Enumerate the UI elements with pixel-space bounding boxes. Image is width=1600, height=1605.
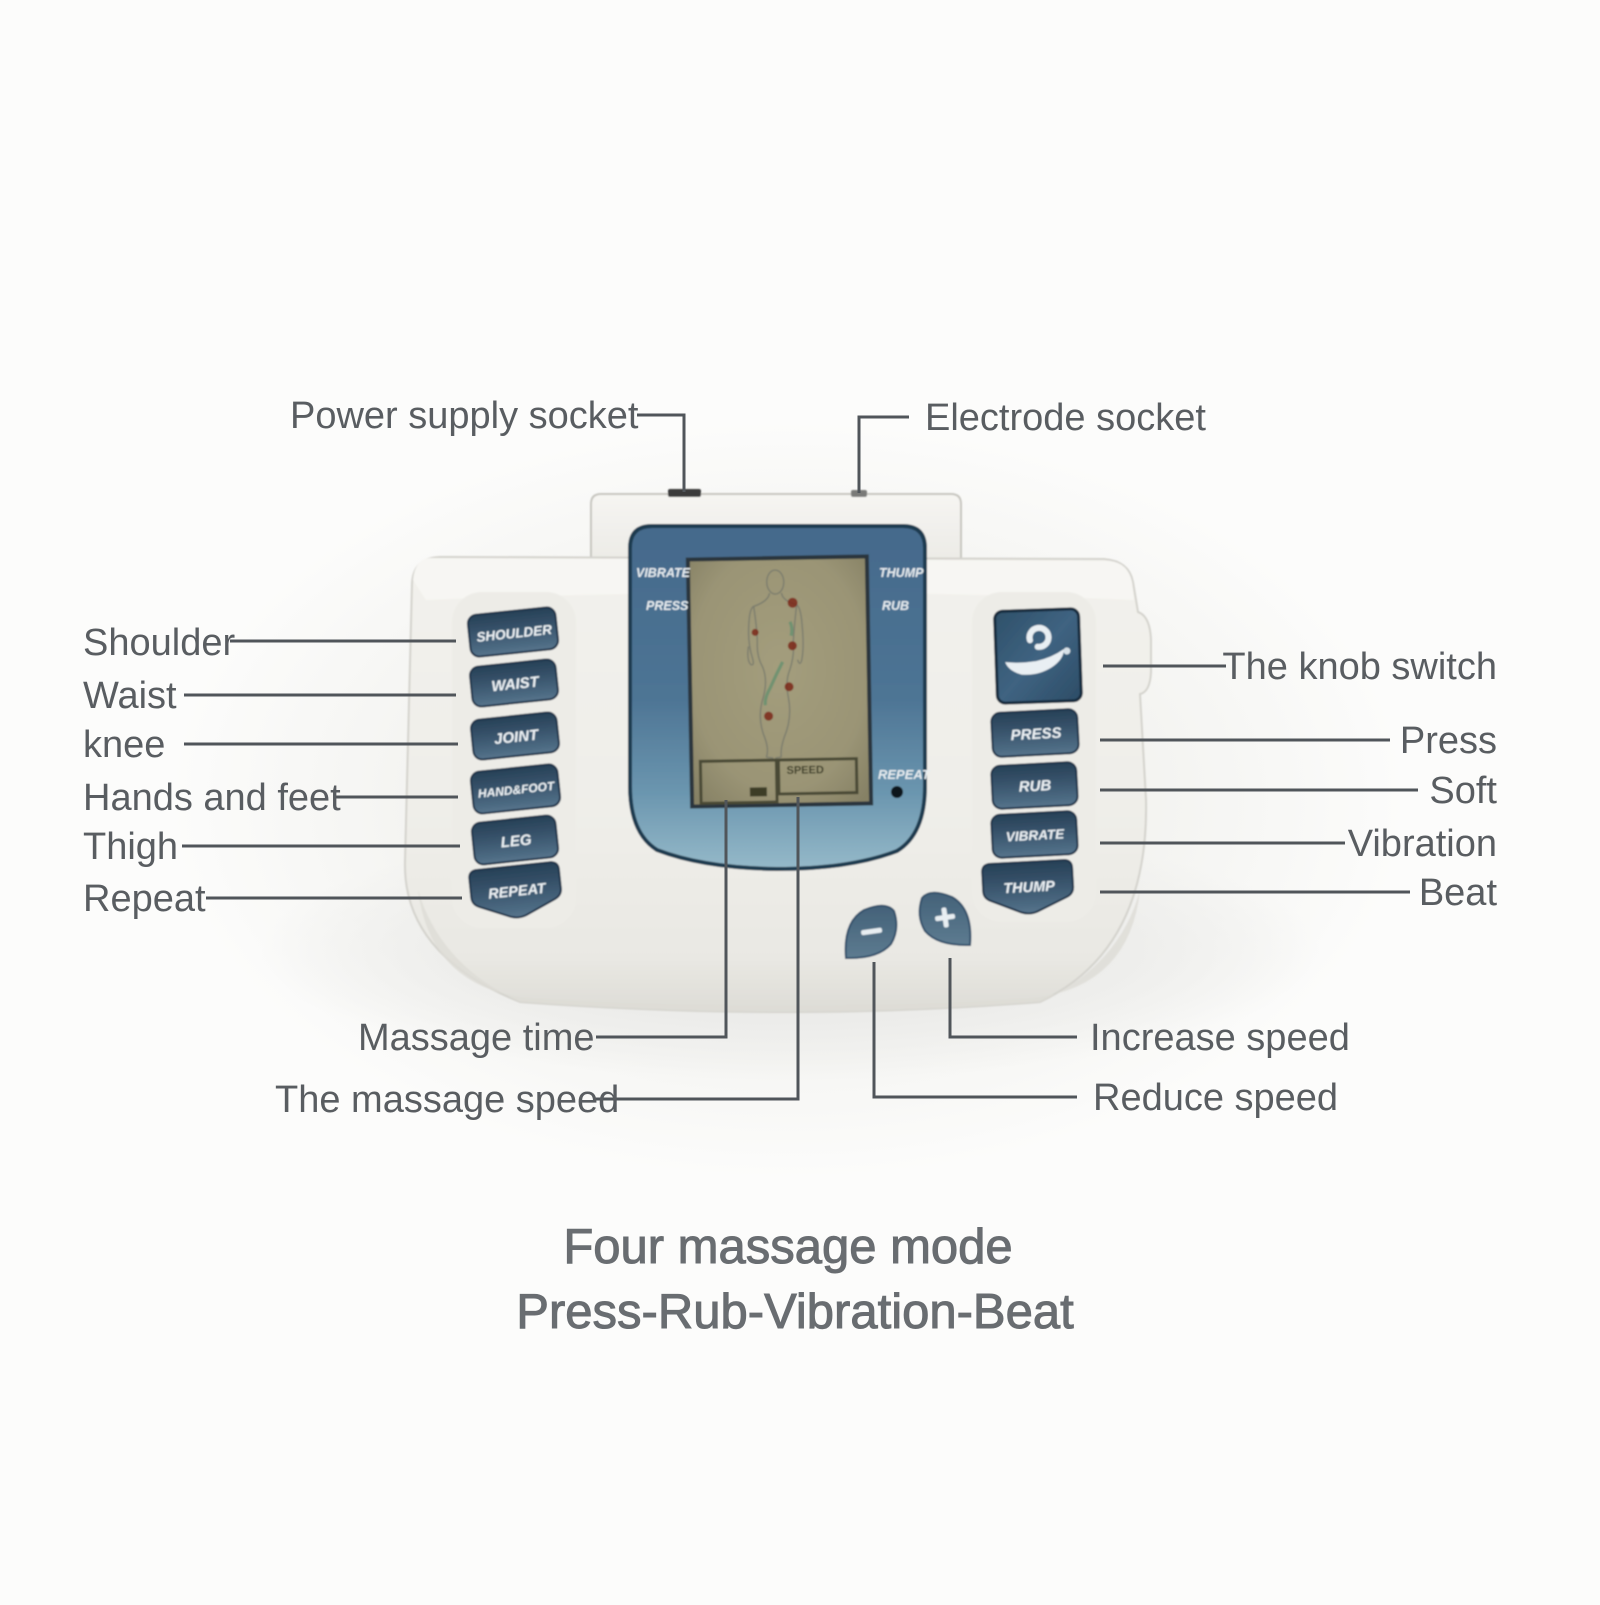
svg-text:REPEAT: REPEAT: [487, 881, 547, 903]
svg-text:PRESS: PRESS: [1010, 725, 1062, 745]
svg-text:The knob switch: The knob switch: [1222, 646, 1497, 688]
svg-text:LEG: LEG: [500, 831, 533, 851]
svg-text:knee: knee: [83, 724, 165, 766]
svg-text:VIBRATE: VIBRATE: [1006, 826, 1066, 844]
svg-text:THUMP: THUMP: [879, 566, 924, 580]
svg-text:VIBRATE: VIBRATE: [636, 566, 691, 580]
svg-text:Thigh: Thigh: [83, 826, 178, 868]
svg-text:Repeat: Repeat: [83, 878, 206, 920]
svg-text:Electrode socket: Electrode socket: [925, 397, 1206, 439]
svg-text:Shoulder: Shoulder: [83, 622, 235, 664]
svg-text:THUMP: THUMP: [1003, 879, 1056, 898]
svg-text:Four massage mode: Four massage mode: [563, 1220, 1012, 1274]
svg-text:Hands and feet: Hands and feet: [83, 777, 341, 819]
svg-text:Vibration: Vibration: [1348, 823, 1497, 865]
svg-text:WAIST: WAIST: [491, 673, 542, 695]
svg-text:Power supply socket: Power supply socket: [290, 395, 639, 437]
svg-text:The massage speed: The massage speed: [275, 1079, 619, 1121]
svg-text:Massage time: Massage time: [358, 1017, 595, 1059]
svg-text:Increase speed: Increase speed: [1090, 1017, 1350, 1059]
svg-text:Soft: Soft: [1429, 770, 1497, 812]
svg-text:Press-Rub-Vibration-Beat: Press-Rub-Vibration-Beat: [516, 1285, 1074, 1339]
svg-text:RUB: RUB: [882, 599, 909, 613]
svg-text:PRESS: PRESS: [646, 599, 689, 613]
svg-text:JOINT: JOINT: [493, 726, 541, 748]
svg-text:RUB: RUB: [1018, 777, 1052, 796]
svg-text:REPEAT: REPEAT: [878, 767, 931, 782]
svg-text:Waist: Waist: [83, 675, 177, 717]
svg-text:Reduce speed: Reduce speed: [1093, 1077, 1338, 1119]
svg-text:SPEED: SPEED: [786, 764, 824, 777]
svg-text:Press: Press: [1400, 720, 1497, 762]
svg-text:Beat: Beat: [1419, 872, 1498, 914]
